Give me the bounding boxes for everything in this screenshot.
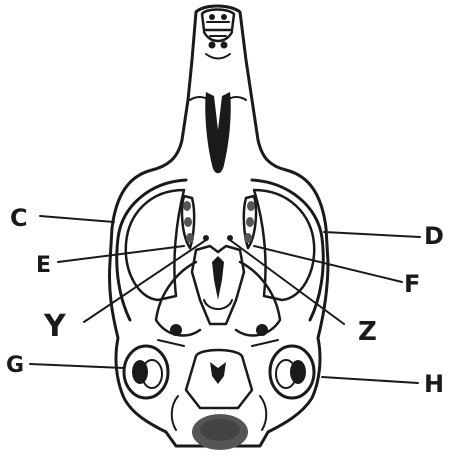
label-c: C xyxy=(10,204,28,232)
label-g: G xyxy=(6,353,24,378)
leader-d xyxy=(324,232,420,237)
molar-row-left xyxy=(182,196,194,248)
labels: C D E F Y Z G H xyxy=(6,204,444,398)
auditory-bulla-left xyxy=(124,346,168,398)
leader-h xyxy=(322,377,418,383)
leader-lines xyxy=(30,216,420,383)
label-d: D xyxy=(424,222,444,250)
label-h: H xyxy=(424,370,444,398)
auditory-bulla-right xyxy=(270,346,314,398)
label-f: F xyxy=(404,270,420,298)
skull-outline xyxy=(109,6,328,450)
label-y: Y xyxy=(43,309,67,344)
label-e: E xyxy=(36,253,51,278)
label-z: Z xyxy=(358,317,377,347)
leader-c xyxy=(40,216,114,222)
leader-e xyxy=(58,246,184,262)
leader-g xyxy=(30,364,124,368)
leader-y xyxy=(84,240,206,322)
molar-row-right xyxy=(244,196,256,248)
